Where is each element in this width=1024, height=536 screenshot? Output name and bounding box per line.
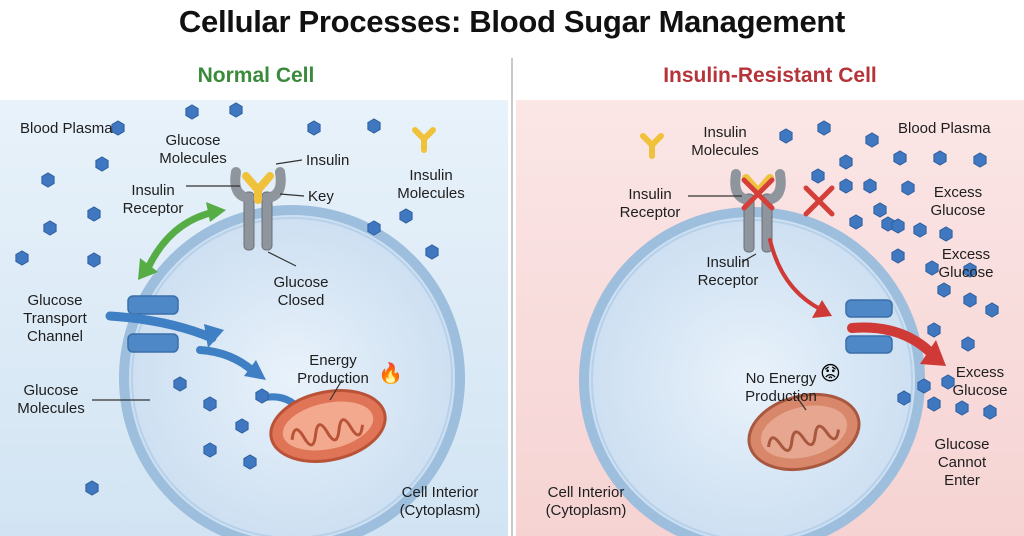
resistant-red-arrow-down	[768, 238, 832, 318]
glucose-molecule-icon	[85, 480, 99, 496]
label-cell-interior-normal: Cell Interior (Cytoplasm)	[399, 484, 481, 519]
glucose-molecule-icon	[985, 302, 999, 318]
insulin-molecule-icon	[640, 133, 664, 159]
label-key: Key	[308, 188, 334, 205]
glucose-molecule-icon	[849, 214, 863, 230]
glucose-molecule-icon	[95, 156, 109, 172]
sad-face-icon: 😟	[820, 363, 841, 385]
label-insulin: Insulin	[306, 152, 350, 169]
glucose-molecule-icon	[939, 226, 953, 242]
normal-glucose-channel	[127, 295, 179, 353]
normal-cell-title: Normal Cell	[197, 64, 315, 87]
glucose-molecule-icon	[367, 220, 381, 236]
blocked-entry-x-icon	[803, 185, 835, 217]
glucose-molecule-icon	[185, 104, 199, 120]
glucose-molecule-icon	[243, 454, 257, 470]
glucose-molecule-icon	[87, 206, 101, 222]
normal-insulin-receptor	[230, 167, 286, 251]
label-insulin-receptor-outer: Insulin Receptor	[619, 186, 681, 221]
label-insulin-molecules-normal: Insulin Molecules	[397, 167, 465, 202]
glucose-molecule-icon	[913, 222, 927, 238]
glucose-molecule-icon	[933, 150, 947, 166]
glucose-molecule-icon	[111, 120, 125, 136]
label-excess-glucose-3: Excess Glucose	[952, 364, 1008, 399]
label-no-energy-production: No Energy Production	[745, 370, 817, 405]
label-insulin-molecules-resistant: Insulin Molecules	[691, 124, 759, 159]
fire-icon: 🔥	[378, 363, 403, 385]
glucose-molecule-icon	[425, 244, 439, 260]
insulin-molecule-icon	[412, 127, 436, 153]
resistant-cell-title: Insulin-Resistant Cell	[663, 64, 877, 87]
glucose-molecules	[15, 102, 999, 496]
glucose-molecule-icon	[811, 168, 825, 184]
glucose-molecule-icon	[865, 132, 879, 148]
glucose-molecule-icon	[203, 396, 217, 412]
glucose-molecule-icon	[925, 260, 939, 276]
glucose-molecule-icon	[307, 120, 321, 136]
glucose-molecule-icon	[901, 180, 915, 196]
glucose-molecule-icon	[399, 208, 413, 224]
glucose-molecule-icon	[203, 442, 217, 458]
label-insulin-receptor-normal: Insulin Receptor	[122, 182, 184, 217]
glucose-molecule-icon	[963, 262, 977, 278]
glucose-molecule-icon	[43, 220, 57, 236]
glucose-molecule-icon	[255, 388, 269, 404]
glucose-molecule-icon	[963, 292, 977, 308]
glucose-molecule-icon	[41, 172, 55, 188]
label-glucose-molecules-top: Glucose Molecules	[159, 132, 227, 167]
leader-lines	[92, 159, 807, 411]
insulin-molecules	[412, 127, 664, 159]
glucose-molecule-icon	[235, 418, 249, 434]
resistant-mitochondria	[747, 393, 861, 471]
glucose-molecule-icon	[897, 390, 911, 406]
label-cell-interior-resistant: Cell Interior (Cytoplasm)	[545, 484, 627, 519]
label-energy-production: Energy Production	[297, 352, 369, 387]
label-excess-glucose-1: Excess Glucose	[930, 184, 986, 219]
glucose-molecule-icon	[229, 102, 243, 118]
resistant-red-arrow-out	[847, 322, 946, 366]
glucose-molecule-icon	[891, 218, 905, 234]
glucose-molecule-icon	[941, 374, 955, 390]
glucose-molecule-icon	[839, 178, 853, 194]
glucose-molecule-icon	[881, 216, 895, 232]
glucose-molecule-icon	[955, 400, 969, 416]
resistant-glucose-channel	[845, 299, 893, 354]
glucose-molecule-icon	[817, 120, 831, 136]
glucose-molecule-icon	[873, 202, 887, 218]
glucose-molecule-icon	[173, 376, 187, 392]
label-glucose-transport-channel: Glucose Transport Channel	[23, 292, 87, 345]
glucose-molecule-icon	[927, 322, 941, 338]
glucose-molecule-icon	[937, 282, 951, 298]
glucose-molecule-icon	[927, 396, 941, 412]
label-glucose-closed: Glucose Closed	[273, 274, 329, 309]
page-title: Cellular Processes: Blood Sugar Manageme…	[178, 4, 846, 39]
glucose-molecule-icon	[779, 128, 793, 144]
glucose-molecule-icon	[863, 178, 877, 194]
green-double-arrow	[138, 202, 226, 280]
glucose-molecule-icon	[15, 250, 29, 266]
glucose-molecule-icon	[891, 248, 905, 264]
normal-mitochondria	[269, 389, 387, 463]
label-insulin-receptor-inner: Insulin Receptor	[697, 254, 759, 289]
glucose-molecule-icon	[839, 154, 853, 170]
glucose-molecule-icon	[893, 150, 907, 166]
glucose-molecule-icon	[87, 252, 101, 268]
receptor-block-x-icon	[741, 177, 775, 211]
glucose-molecule-icon	[917, 378, 931, 394]
label-glucose-cannot-enter: Glucose Cannot Enter	[934, 436, 990, 489]
label-excess-glucose-2: Excess Glucose	[938, 246, 994, 281]
glucose-molecule-icon	[961, 336, 975, 352]
label-blood-plasma-resistant: Blood Plasma	[898, 120, 991, 137]
glucose-molecule-icon	[973, 152, 987, 168]
label-glucose-molecules-inside: Glucose Molecules	[17, 382, 85, 417]
label-blood-plasma-normal: Blood Plasma	[20, 120, 113, 137]
glucose-molecule-icon	[983, 404, 997, 420]
glucose-molecule-icon	[367, 118, 381, 134]
